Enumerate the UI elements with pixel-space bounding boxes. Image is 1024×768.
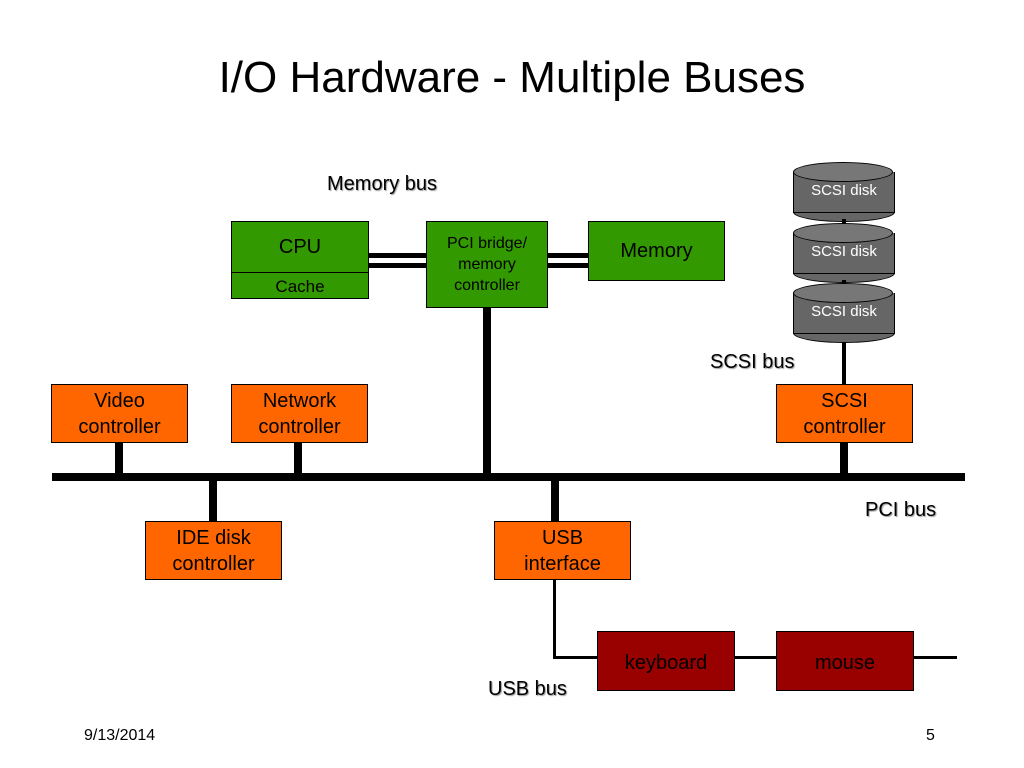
scsi-ctrl-line1: SCSI	[821, 389, 868, 412]
scsi-disk-1: SCSI disk	[793, 162, 895, 224]
keyboard-label: keyboard	[624, 652, 708, 674]
usb-interface-box: USB interface	[494, 521, 631, 580]
memory-bus-line-right-1	[547, 253, 589, 258]
usb-bus-label: USB bus	[488, 678, 567, 700]
slide-page-number: 5	[926, 727, 935, 744]
video-line1: Video	[94, 389, 145, 412]
bridge-to-pci-line	[483, 308, 491, 476]
pci-bridge-line3: controller	[454, 277, 520, 294]
ide-controller-box: IDE disk controller	[145, 521, 282, 580]
cache-label: Cache	[275, 277, 325, 296]
usb-bus-horizontal	[553, 656, 957, 659]
memory-bus-line-right-2	[547, 263, 589, 268]
slide-date: 9/13/2014	[84, 727, 156, 744]
cpu-label: CPU	[278, 236, 322, 258]
cache-box: Cache	[231, 272, 369, 300]
mouse-box: mouse	[776, 631, 914, 691]
memory-label: Memory	[620, 240, 693, 262]
pci-bus-line	[52, 473, 965, 481]
scsi-ctrl-connector	[840, 442, 848, 475]
usb-line2: interface	[524, 552, 601, 575]
disk-link-1	[842, 219, 846, 225]
usb-line1: USB	[541, 526, 584, 549]
scsi-disk-2-label: SCSI disk	[811, 243, 877, 260]
video-line2: controller	[78, 415, 161, 438]
scsi-bus-label: SCSI bus	[710, 351, 795, 373]
scsi-bus-line	[842, 330, 846, 386]
cpu-box: CPU Cache	[231, 221, 369, 299]
usb-bus-vertical	[553, 579, 556, 659]
mouse-label: mouse	[814, 652, 876, 674]
ide-connector	[209, 478, 217, 522]
pci-bridge-line1: PCI bridge/	[446, 235, 528, 252]
network-line2: controller	[258, 415, 341, 438]
memory-bus-line-left-1	[369, 253, 427, 258]
slide-title: I/O Hardware - Multiple Buses	[218, 53, 806, 102]
network-connector	[294, 442, 302, 475]
video-controller-box: Video controller	[51, 384, 188, 443]
scsi-controller-box: SCSI controller	[776, 384, 913, 443]
usb-connector	[551, 478, 559, 522]
ide-line2: controller	[172, 552, 255, 575]
pci-bridge-line2: memory	[458, 256, 516, 273]
scsi-ctrl-line2: controller	[803, 415, 886, 438]
ide-line1: IDE disk	[176, 526, 251, 549]
pci-bus-label: PCI bus	[865, 499, 937, 521]
network-line1: Network	[262, 389, 337, 412]
scsi-disk-3-label: SCSI disk	[811, 303, 877, 320]
memory-box: Memory	[588, 221, 725, 281]
network-controller-box: Network controller	[231, 384, 368, 443]
pci-bridge-box: PCI bridge/ memory controller	[426, 221, 548, 308]
memory-bus-line-left-2	[369, 263, 427, 268]
scsi-disk-3: SCSI disk	[793, 283, 895, 345]
video-connector	[115, 442, 123, 475]
scsi-disk-2: SCSI disk	[793, 223, 895, 285]
memory-bus-label: Memory bus	[327, 173, 438, 195]
scsi-disk-1-label: SCSI disk	[811, 182, 877, 199]
keyboard-box: keyboard	[597, 631, 735, 691]
